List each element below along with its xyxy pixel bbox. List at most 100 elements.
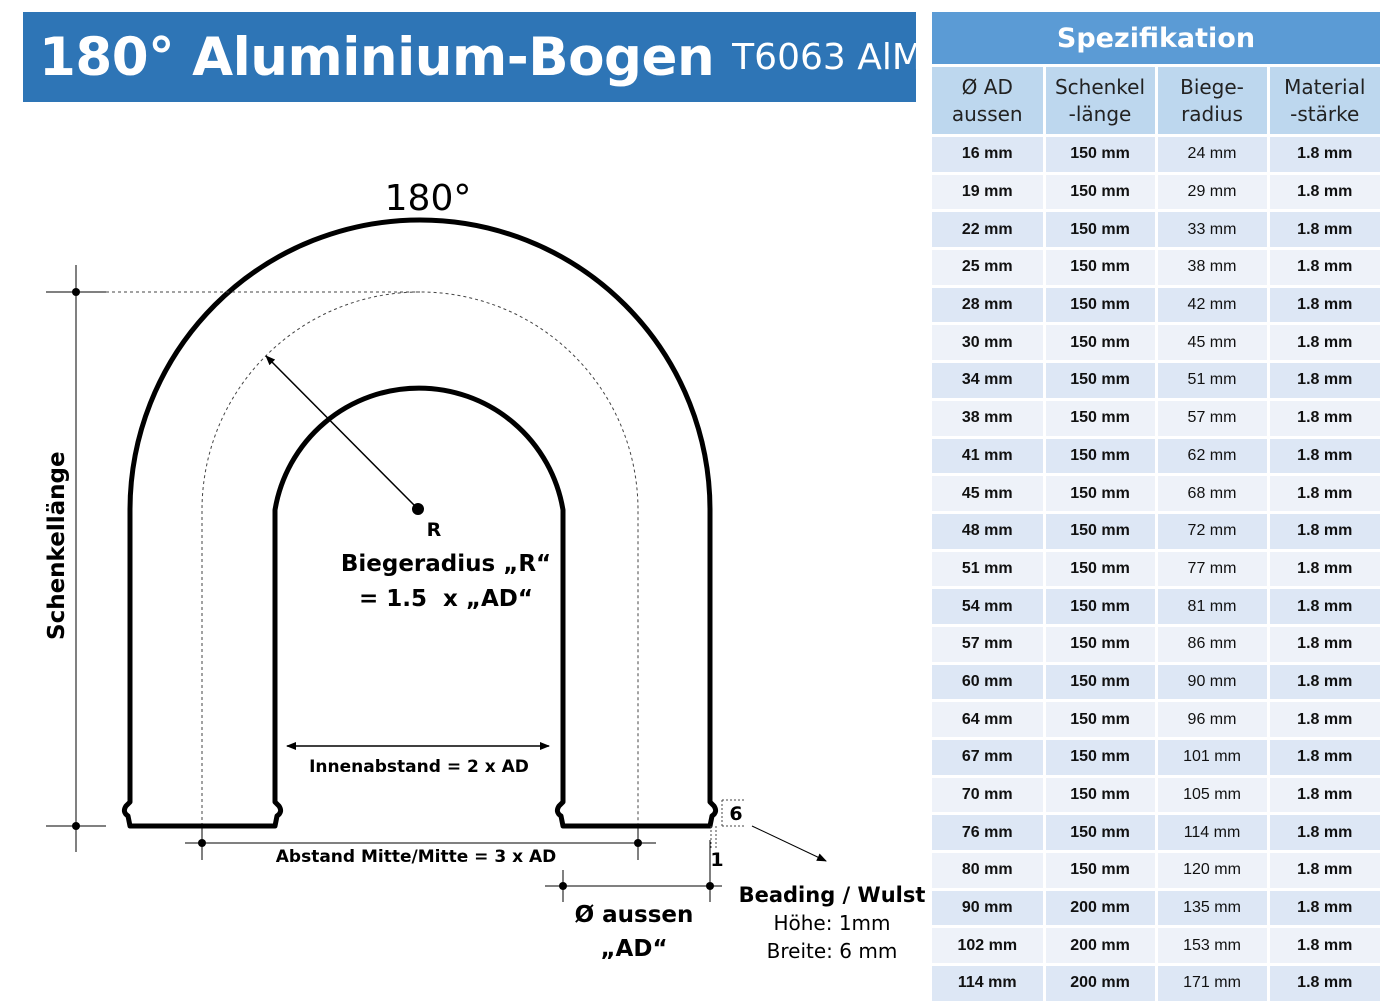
bead-height-value: 1 [710, 849, 723, 871]
table-cell: 51 mm [932, 548, 1044, 588]
table-cell: 102 mm [932, 925, 1044, 965]
table-cell: 42 mm [1154, 284, 1268, 324]
table-cell: 150 mm [1042, 134, 1156, 174]
table-cell: 86 mm [1154, 623, 1268, 664]
table-cell: 1.8 mm [1266, 435, 1380, 475]
radius-label-line1: Biegeradius „R“ [341, 551, 551, 577]
table-cell: 200 mm [1042, 887, 1156, 927]
table-cell: 68 mm [1154, 473, 1268, 513]
beading-title: Beading / Wulst [739, 883, 925, 907]
table-cell: 38 mm [1154, 247, 1268, 287]
table-cell: 150 mm [1042, 812, 1156, 852]
table-cell: 19 mm [932, 171, 1044, 211]
table-cell: 1.8 mm [1266, 737, 1380, 777]
radius-r-label: R [427, 519, 442, 541]
beading-height: Höhe: 1mm [773, 911, 890, 935]
radius-arrow [265, 355, 419, 510]
bend-diagram: Schenkellänge 180° R Biegeradius „R“ = 1… [44, 178, 925, 963]
table-cell: 200 mm [1042, 925, 1156, 965]
table-cell: 1.8 mm [1266, 963, 1380, 1001]
table-cell: 150 mm [1042, 774, 1156, 814]
schenkel-bottom-dot [72, 822, 80, 830]
table-cell: 33 mm [1154, 209, 1268, 249]
od-dot-right [706, 882, 714, 890]
table-cell: 1.8 mm [1266, 661, 1380, 701]
page-title: 180° Aluminium-Bogen [39, 26, 715, 88]
table-cell: 114 mm [1154, 812, 1268, 852]
table-cell: 45 mm [932, 473, 1044, 513]
table-cell: 45 mm [1154, 322, 1268, 362]
schenkel-label: Schenkellänge [44, 451, 70, 640]
table-cell: 150 mm [1042, 510, 1156, 551]
table-cell: 150 mm [1042, 397, 1156, 437]
table-cell: 105 mm [1154, 774, 1268, 814]
table-cell: 150 mm [1042, 209, 1156, 249]
table-cell: 48 mm [932, 510, 1044, 551]
tube-outline [121, 217, 719, 829]
radius-center-dot [412, 503, 424, 515]
od-label-line1: Ø aussen [575, 902, 694, 928]
table-cell: 1.8 mm [1266, 887, 1380, 927]
table-cell: 67 mm [932, 737, 1044, 777]
table-cell: 1.8 mm [1266, 548, 1380, 588]
table-cell: 150 mm [1042, 586, 1156, 626]
spec-title: Spezifikation [932, 12, 1380, 64]
table-cell: 101 mm [1154, 737, 1268, 777]
table-cell: 150 mm [1042, 850, 1156, 890]
centerline-arc [201, 291, 639, 826]
table-cell: 1.8 mm [1266, 284, 1380, 324]
center-distance-label: Abstand Mitte/Mitte = 3 x AD [276, 847, 556, 867]
center-dot-left [198, 839, 206, 847]
table-cell: 1.8 mm [1266, 812, 1380, 852]
table-cell: 1.8 mm [1266, 134, 1380, 174]
center-dot-right [634, 839, 642, 847]
table-cell: 1.8 mm [1266, 586, 1380, 626]
table-cell: 150 mm [1042, 661, 1156, 701]
table-cell: 135 mm [1154, 887, 1268, 927]
table-cell: 54 mm [932, 586, 1044, 626]
column-header: Schenkel-länge [1042, 67, 1156, 136]
table-cell: 24 mm [1154, 134, 1268, 174]
table-cell: 1.8 mm [1266, 925, 1380, 965]
table-cell: 38 mm [932, 397, 1044, 437]
table-cell: 150 mm [1042, 473, 1156, 513]
table-cell: 153 mm [1154, 925, 1268, 965]
column-header: Biege-radius [1154, 67, 1268, 136]
table-cell: 64 mm [932, 699, 1044, 739]
table-cell: 72 mm [1154, 510, 1268, 551]
table-cell: 1.8 mm [1266, 510, 1380, 551]
table-cell: 150 mm [1042, 548, 1156, 588]
table-cell: 150 mm [1042, 171, 1156, 211]
angle-label: 180° [385, 178, 472, 219]
table-cell: 150 mm [1042, 699, 1156, 739]
radius-label-line2: = 1.5 x „AD“ [359, 586, 533, 612]
column-header: Material-stärke [1266, 67, 1380, 136]
table-cell: 16 mm [932, 134, 1044, 174]
table-cell: 96 mm [1154, 699, 1268, 739]
table-cell: 150 mm [1042, 623, 1156, 664]
table-cell: 90 mm [1154, 661, 1268, 701]
table-cell: 1.8 mm [1266, 774, 1380, 814]
table-cell: 30 mm [932, 322, 1044, 362]
